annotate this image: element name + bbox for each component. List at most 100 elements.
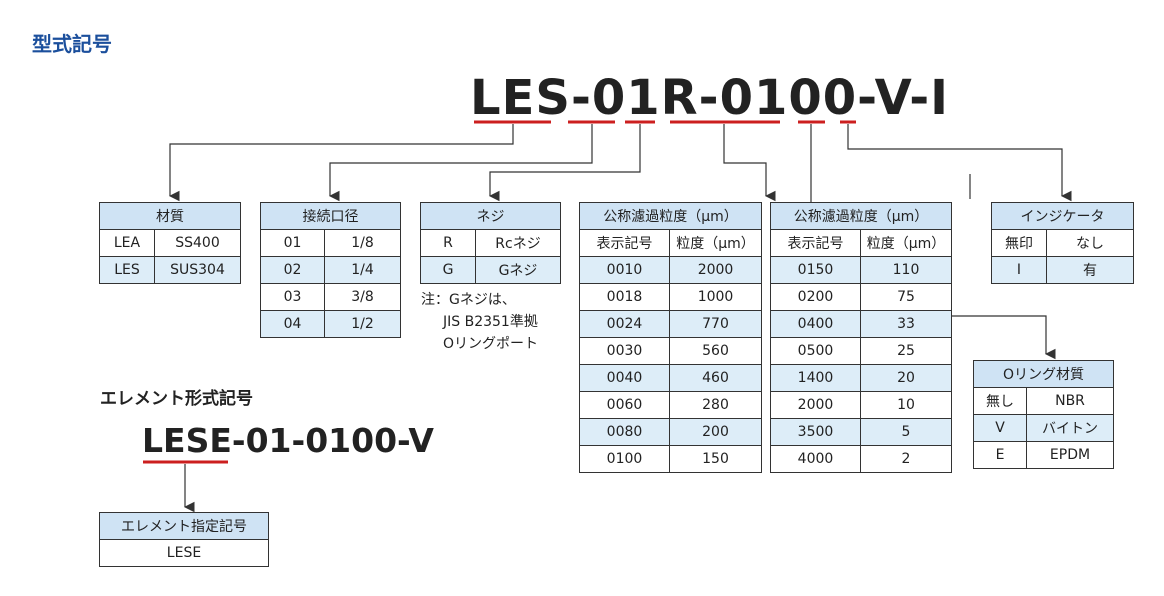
- thread-code: G: [420, 256, 476, 284]
- element-code-rest: -01-0100-V: [231, 421, 434, 460]
- filtration-header-code: 表示記号: [770, 229, 861, 257]
- material-value: SS400: [154, 229, 241, 257]
- port-size-code: 02: [260, 256, 325, 284]
- filtration-size: 20: [859, 364, 953, 392]
- filtration-code: 0018: [579, 283, 670, 311]
- filtration-size: 280: [668, 391, 763, 419]
- filtration-size: 200: [668, 418, 763, 446]
- connector-thread: [488, 124, 641, 202]
- filtration-code: 0030: [579, 337, 670, 365]
- filtration-code: 0080: [579, 418, 670, 446]
- model-code-indicator: I: [930, 70, 950, 126]
- filtration-size: 5: [859, 418, 953, 446]
- filtration-code: 0150: [770, 256, 861, 284]
- oring-code: E: [973, 441, 1027, 469]
- filtration-code: 1400: [770, 364, 861, 392]
- filtration-code: 0060: [579, 391, 670, 419]
- page-title: 型式記号: [32, 32, 112, 56]
- filtration-code: 0100: [579, 445, 670, 473]
- port-size-value: 1/8: [324, 229, 401, 257]
- indicator-title: インジケータ: [991, 202, 1134, 230]
- oring-value: バイトン: [1026, 414, 1114, 442]
- filtration-size: 560: [668, 337, 763, 365]
- port-size-code: 04: [260, 310, 325, 338]
- element-section-title: エレメント形式記号: [100, 389, 253, 409]
- oring-code: 無し: [973, 387, 1027, 415]
- element-code-prefix: LESE: [142, 421, 232, 460]
- connector-port: [328, 124, 593, 202]
- filtration-code: 4000: [770, 445, 861, 473]
- model-code-port: 01: [591, 70, 661, 126]
- thread-value: Rcネジ: [475, 229, 561, 257]
- material-code: LES: [99, 256, 155, 284]
- model-code-oring: V: [874, 70, 910, 126]
- model-code-thread: R: [660, 70, 699, 126]
- model-code-series: LES: [470, 70, 571, 126]
- model-code-filtration: 0100: [719, 70, 858, 126]
- filtration-size: 1000: [668, 283, 763, 311]
- element-code: LESE-01-0100-V: [142, 419, 434, 463]
- filtration-size: 2: [859, 445, 953, 473]
- connector-indicator: [847, 124, 1072, 202]
- filtration-size: 110: [859, 256, 953, 284]
- filtration-code: 0200: [770, 283, 861, 311]
- model-code-dash: -: [909, 70, 931, 126]
- oring-title: Oリング材質: [973, 360, 1114, 388]
- thread-code: R: [420, 229, 476, 257]
- model-code: LES-01R-0100-V-I: [470, 70, 949, 126]
- indicator-code: 無印: [991, 229, 1047, 257]
- connector-filtration: [723, 124, 776, 202]
- filtration-code: 0400: [770, 310, 861, 338]
- filtration-header-code: 表示記号: [579, 229, 670, 257]
- filtration-size: 460: [668, 364, 763, 392]
- filtration-title: 公称濾過粒度（μm）: [578, 202, 763, 230]
- filtration-size: 33: [859, 310, 953, 338]
- filtration-code: 0500: [770, 337, 861, 365]
- code-underlines: [143, 120, 856, 464]
- oring-code: V: [973, 414, 1027, 442]
- thread-note: 注：Gネジは、 JIS B2351準拠 Oリングポート: [421, 289, 538, 355]
- port-size-code: 03: [260, 283, 325, 311]
- element-code-value: LESE: [99, 539, 269, 567]
- thread-title: ネジ: [420, 202, 561, 230]
- oring-value: NBR: [1026, 387, 1114, 415]
- port-size-title: 接続口径: [260, 202, 401, 230]
- indicator-value: 有: [1046, 256, 1134, 284]
- filtration-code: 0024: [579, 310, 670, 338]
- connector-material: [168, 124, 514, 202]
- thread-value: Gネジ: [475, 256, 561, 284]
- note-line: Oリングポート: [443, 336, 539, 352]
- port-size-code: 01: [260, 229, 325, 257]
- filtration-code: 0010: [579, 256, 670, 284]
- filtration-header-size: 粒度（μm）: [859, 229, 953, 257]
- port-size-value: 1/2: [324, 310, 401, 338]
- filtration-size: 25: [859, 337, 953, 365]
- note-line: JIS B2351準拠: [443, 314, 538, 330]
- note-line: 注：Gネジは、: [421, 292, 516, 308]
- material-value: SUS304: [154, 256, 241, 284]
- indicator-value: なし: [1046, 229, 1134, 257]
- material-code: LEA: [99, 229, 155, 257]
- filtration-size: 10: [859, 391, 953, 419]
- filtration-header-size: 粒度（μm）: [668, 229, 763, 257]
- filtration-size: 770: [668, 310, 763, 338]
- filtration-code: 2000: [770, 391, 861, 419]
- oring-value: EPDM: [1026, 441, 1114, 469]
- model-code-dash: -: [857, 70, 875, 126]
- filtration-size: 150: [668, 445, 763, 473]
- element-code-table: エレメント指定記号 LESE: [99, 512, 269, 567]
- filtration-code: 3500: [770, 418, 861, 446]
- indicator-code: I: [991, 256, 1047, 284]
- port-size-value: 3/8: [324, 283, 401, 311]
- material-title: 材質: [99, 202, 241, 230]
- port-size-value: 1/4: [324, 256, 401, 284]
- model-code-dash: -: [698, 70, 720, 126]
- filtration-title: 公称濾過粒度（μm）: [769, 202, 953, 230]
